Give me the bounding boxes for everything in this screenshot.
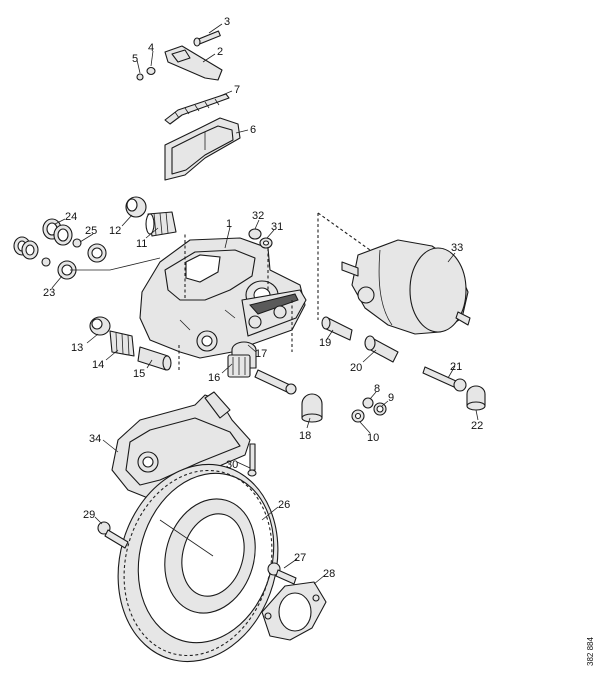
part-22-cap: [466, 385, 486, 411]
label-2: 2: [217, 46, 223, 58]
part-34-carrier-bracket: [111, 391, 251, 499]
label-7: 7: [234, 84, 240, 96]
part-1-caliper-body: [139, 237, 307, 359]
callout-labels: 3 2 4 5 7 6 1 32 31 12 11 24 25 23 13 14…: [43, 16, 483, 580]
part-11-bellows-boot: [145, 211, 177, 237]
label-27: 27: [294, 552, 306, 564]
assembly-dashed-lines: [178, 212, 371, 370]
part-6-brake-pad: [164, 117, 241, 181]
label-28: 28: [323, 568, 335, 580]
label-22: 22: [471, 420, 483, 432]
label-29: 29: [83, 509, 95, 521]
label-13: 13: [71, 342, 83, 354]
part-20-guide-pin: [364, 335, 399, 363]
part-9-cap: [373, 402, 387, 416]
part-28-flange-plate: [261, 581, 327, 641]
part-26-brake-disc: [117, 463, 279, 663]
part-10-bushing: [351, 409, 365, 423]
label-20: 20: [350, 362, 362, 374]
part-2-retainer-clip: [164, 45, 223, 81]
label-4: 4: [148, 42, 154, 54]
label-1: 1: [226, 218, 232, 230]
part-18-bushing: [301, 393, 323, 423]
label-31: 31: [271, 221, 283, 233]
part-24-seal-ring: [42, 218, 73, 246]
label-8: 8: [374, 383, 380, 395]
part-27-bolt: [267, 562, 297, 585]
part-3-bolt: [193, 30, 221, 47]
part-14-bellows-boot: [109, 330, 135, 357]
label-5: 5: [132, 53, 138, 65]
label-9: 9: [388, 392, 394, 404]
label-21: 21: [450, 361, 462, 373]
part-25-ring: [87, 243, 107, 263]
label-24: 24: [65, 211, 77, 223]
part-5-nut: [136, 73, 144, 81]
part-30-bolt: [247, 443, 257, 477]
label-10: 10: [367, 432, 379, 444]
part-19-guide-pin: [321, 316, 353, 341]
label-16: 16: [208, 372, 220, 384]
label-25: 25: [85, 225, 97, 237]
label-14: 14: [92, 359, 104, 371]
label-17: 17: [255, 348, 267, 360]
label-23: 23: [43, 287, 55, 299]
part-15-guide-sleeve: [137, 346, 172, 371]
label-18: 18: [299, 430, 311, 442]
part-4-washer: [146, 66, 156, 76]
part-12-guide-cap: [125, 196, 147, 218]
part-33-brake-chamber: [341, 239, 471, 335]
part-31-washer: [259, 237, 273, 249]
label-33: 33: [451, 242, 463, 254]
reference-code: 382 884: [586, 637, 595, 666]
part-7-wear-spring: [164, 93, 230, 125]
leader-lines: [51, 23, 479, 585]
part-13-guide-cap: [89, 316, 111, 336]
label-3: 3: [224, 16, 230, 28]
label-6: 6: [250, 124, 256, 136]
label-30: 30: [226, 459, 238, 471]
label-11: 11: [136, 238, 147, 250]
part-25-nut: [72, 238, 82, 248]
label-34: 34: [89, 433, 101, 445]
part-29-bolt: [97, 521, 129, 549]
part-8-washer: [362, 397, 374, 409]
label-32: 32: [252, 210, 264, 222]
part-16-piston: [227, 354, 297, 395]
label-19: 19: [319, 337, 331, 349]
label-26: 26: [278, 499, 290, 511]
part-32-washer: [248, 228, 262, 240]
label-15: 15: [133, 368, 145, 380]
part-21-bolt: [422, 366, 467, 392]
label-12: 12: [109, 225, 121, 237]
